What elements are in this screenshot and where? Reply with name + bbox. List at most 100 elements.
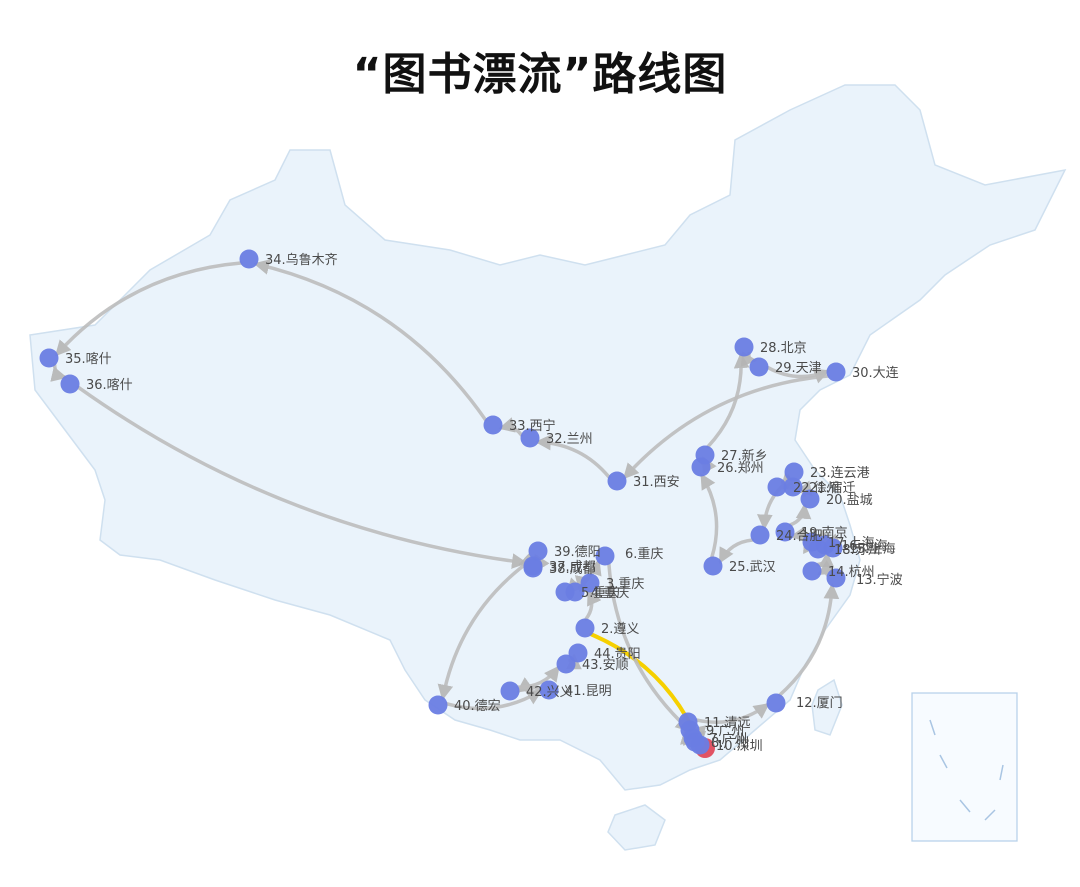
city-marker[interactable] (766, 693, 786, 713)
city-label: 37.成都 (549, 560, 596, 575)
city-marker[interactable] (695, 445, 715, 465)
route-segment (718, 538, 755, 564)
city-label: 17.上海 (828, 536, 875, 551)
route-segment (700, 473, 719, 559)
city-marker[interactable] (555, 582, 575, 602)
city-label: 26.郑州 (717, 461, 764, 476)
city-marker[interactable] (528, 541, 548, 561)
city-label: 32.兰州 (546, 432, 593, 447)
route-segment (54, 261, 243, 357)
route-segment (534, 434, 611, 479)
city-marker[interactable] (826, 362, 846, 382)
city-label: 31.西安 (633, 475, 680, 490)
route-segment (766, 365, 830, 384)
city-marker[interactable] (800, 489, 820, 509)
city-label: 9.广州 (706, 724, 744, 739)
city-label: 42.兴义 (526, 685, 573, 700)
city-label: 5.重庆 (581, 585, 619, 601)
city-marker[interactable] (826, 568, 846, 588)
route-segment (76, 385, 528, 569)
route-segment (778, 582, 840, 697)
hainan-island (607, 804, 666, 851)
city-label: 16.上海 (841, 539, 888, 554)
city-label: 41.昆明 (565, 684, 612, 699)
route-segment (788, 503, 812, 527)
city-marker[interactable] (539, 680, 559, 700)
city-marker[interactable] (580, 573, 600, 593)
city-marker[interactable] (802, 561, 822, 581)
route-segment (445, 689, 543, 711)
city-label: 27.新乡 (721, 448, 768, 464)
city-label: 12.厦门 (796, 696, 843, 711)
city-label: 22.徐州 (793, 481, 840, 496)
city-label: 24.合肥 (776, 529, 823, 544)
city-label: 13.宁波 (856, 572, 903, 588)
city-label: 15.上海 (849, 542, 896, 557)
map-title: “图书漂流”路线图 (352, 49, 728, 100)
city-marker[interactable] (784, 462, 804, 482)
city-label: 43.安顺 (582, 658, 629, 673)
city-label: 19.南京 (801, 525, 848, 541)
city-label: 4.重庆 (591, 585, 629, 601)
city-label: 11.清远 (704, 716, 751, 731)
city-marker[interactable] (595, 546, 615, 566)
city-marker[interactable] (60, 374, 80, 394)
city-marker[interactable] (556, 654, 576, 674)
city-label: 36.喀什 (86, 377, 133, 393)
city-label: 30.大连 (852, 365, 899, 381)
route-segment (584, 589, 602, 621)
route-segment (607, 562, 692, 733)
city-marker[interactable] (775, 522, 795, 542)
city-marker[interactable] (483, 415, 503, 435)
city-label: 33.西宁 (509, 418, 556, 434)
city-marker[interactable] (690, 735, 710, 755)
city-label: 8.广州 (711, 736, 749, 751)
city-label: 29.天津 (775, 361, 822, 376)
city-marker[interactable] (428, 695, 448, 715)
city-marker[interactable] (750, 525, 770, 545)
city-label: 39.德阳 (554, 545, 601, 560)
city-label: 44.贵阳 (594, 647, 641, 662)
city-marker[interactable] (523, 558, 543, 578)
city-marker[interactable] (568, 643, 588, 663)
city-label: 3.重庆 (606, 576, 644, 592)
city-marker[interactable] (703, 556, 723, 576)
city-marker[interactable] (575, 618, 595, 638)
city-label: 38.成都 (549, 562, 596, 577)
route-segment (498, 417, 524, 437)
city-marker[interactable] (500, 681, 520, 701)
city-marker[interactable] (749, 357, 769, 377)
city-label: 2.遵义 (601, 621, 639, 637)
route-segment (516, 665, 560, 689)
route-segment (50, 363, 68, 382)
city-marker[interactable] (767, 477, 787, 497)
city-label: 7.广州 (709, 732, 747, 747)
route-segment (253, 259, 488, 422)
city-label: 20.盐城 (826, 493, 873, 508)
south-china-sea-inset (911, 692, 1018, 842)
route-segment (695, 703, 770, 724)
route-segment (437, 556, 535, 701)
city-marker[interactable] (39, 348, 59, 368)
city-marker[interactable] (808, 539, 828, 559)
city-marker[interactable] (734, 337, 754, 357)
city-label: 40.德宏 (454, 699, 501, 714)
city-label: 21.宿迁 (809, 480, 856, 496)
city-label: 25.武汉 (729, 560, 776, 575)
city-marker[interactable] (678, 712, 698, 732)
city-label: 6.重庆 (625, 546, 663, 562)
city-marker[interactable] (239, 249, 259, 269)
city-marker[interactable] (783, 477, 803, 497)
route-segment (622, 374, 830, 480)
city-label: 34.乌鲁木齐 (265, 252, 338, 268)
city-marker[interactable] (607, 471, 627, 491)
taiwan-island (811, 678, 843, 736)
city-marker[interactable] (520, 428, 540, 448)
city-label: 14.杭州 (828, 565, 875, 580)
city-label: 10.深圳 (716, 739, 763, 754)
city-label: 35.喀什 (65, 351, 112, 367)
inset-dash-line (929, 719, 1004, 821)
